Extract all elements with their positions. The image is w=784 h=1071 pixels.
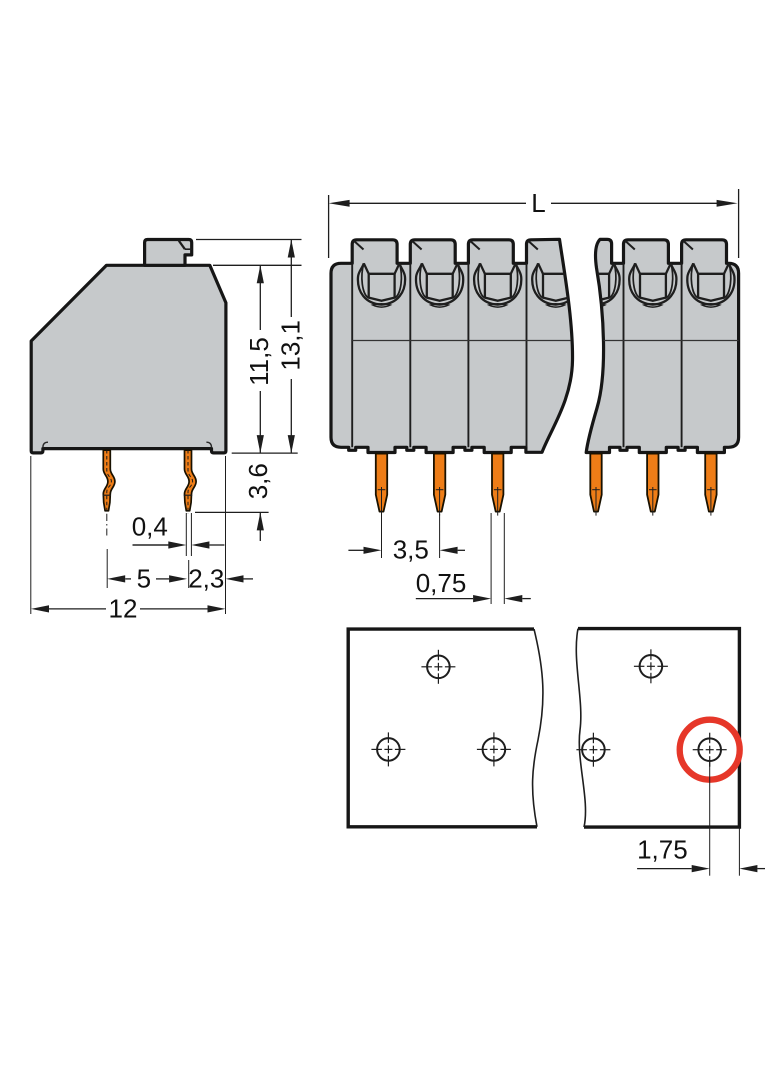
svg-text:L: L xyxy=(531,188,545,218)
svg-text:13,1: 13,1 xyxy=(276,320,306,371)
svg-text:1,75: 1,75 xyxy=(637,835,688,865)
svg-text:5: 5 xyxy=(137,563,151,593)
svg-text:0,75: 0,75 xyxy=(416,568,467,598)
svg-text:2,3: 2,3 xyxy=(188,563,224,593)
svg-text:0,4: 0,4 xyxy=(132,512,168,542)
svg-text:3,5: 3,5 xyxy=(393,535,429,565)
svg-text:12: 12 xyxy=(109,593,138,623)
svg-text:3,6: 3,6 xyxy=(243,463,273,499)
svg-text:11,5: 11,5 xyxy=(244,337,274,386)
